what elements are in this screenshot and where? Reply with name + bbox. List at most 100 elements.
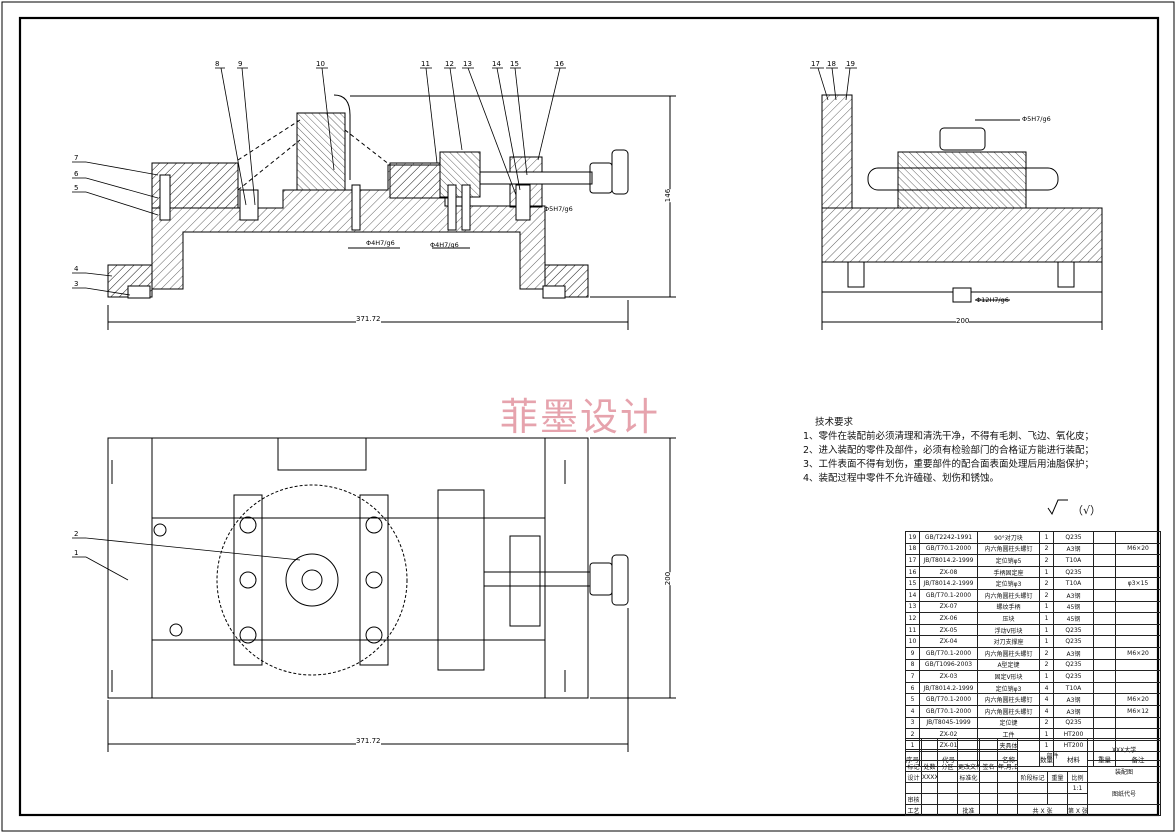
- balloon-9: 9: [238, 60, 243, 68]
- bom-cell: 6: [905, 681, 920, 695]
- bom-cell: 1: [1039, 565, 1054, 579]
- bom-cell: [1093, 565, 1116, 579]
- tb-date: 年,月,日: [997, 760, 1018, 772]
- bom-cell: 18: [905, 542, 920, 556]
- bom-cell: 10: [905, 635, 920, 648]
- bom-cell: 17: [905, 554, 920, 567]
- tech-req-2: 2、进入装配的零件及部件，必须有检验部门的合格证方能进行装配；: [803, 445, 1095, 456]
- bom-cell: 8: [905, 658, 920, 672]
- balloon-16: 16: [555, 60, 564, 68]
- bom-cell: 螺纹手柄: [977, 600, 1040, 614]
- bom-cell: 16: [905, 565, 920, 579]
- bom-cell: ZX-04: [919, 635, 978, 648]
- bom-cell: [1093, 531, 1116, 544]
- balloon-14: 14: [492, 60, 501, 68]
- bom-cell: [1115, 635, 1161, 648]
- bom-cell: M6×12: [1115, 704, 1161, 718]
- bom-cell: 2: [1039, 658, 1054, 672]
- tb-sheet: 第 X 张: [1066, 804, 1089, 816]
- bom-cell: [1093, 704, 1116, 718]
- tb-school: XXX大学: [1087, 738, 1162, 761]
- balloon-1: 1: [74, 549, 79, 557]
- bom-cell: JB/T8014.2-1999: [919, 554, 978, 567]
- top-height-dim: 200: [664, 571, 673, 586]
- bom-cell: M6×20: [1115, 693, 1161, 706]
- bom-cell: 15: [905, 577, 920, 590]
- bom-cell: 2: [1039, 542, 1054, 556]
- top-width-dim: 371.72: [356, 737, 381, 745]
- balloon-8: 8: [215, 60, 220, 68]
- bom-cell: [1115, 531, 1161, 544]
- balloon-2: 2: [74, 530, 79, 538]
- bom-cell: A3钢: [1053, 588, 1094, 602]
- bom-cell: [1093, 588, 1116, 602]
- balloon-18: 18: [827, 60, 836, 68]
- bom-cell: 定位销φ3: [977, 577, 1040, 590]
- tb-standard: 标准化: [957, 771, 980, 783]
- tb-sheets: 共 X 张: [1017, 804, 1068, 816]
- bom-cell: 2: [1039, 554, 1054, 567]
- bom-cell: Q235: [1053, 565, 1094, 579]
- front-leaders: [72, 67, 566, 296]
- bom-cell: 13: [905, 600, 920, 614]
- bom-cell: Q235: [1053, 670, 1094, 683]
- bom-cell: [1093, 577, 1116, 590]
- balloon-10: 10: [316, 60, 325, 68]
- balloon-19: 19: [846, 60, 855, 68]
- bom-cell: 2: [1039, 588, 1054, 602]
- bom-cell: 14: [905, 588, 920, 602]
- bom-cell: 19: [905, 531, 920, 544]
- bom-cell: [1093, 670, 1116, 683]
- bom-cell: JB/T8045-1999: [919, 716, 978, 730]
- bom-cell: [1115, 588, 1161, 602]
- bom-cell: 内六角圆柱头螺钉: [977, 646, 1040, 660]
- bom-cell: [1115, 554, 1161, 567]
- bom-cell: 2: [1039, 646, 1054, 660]
- bom-cell: GB/T70.1-2000: [919, 542, 978, 556]
- balloon-13: 13: [463, 60, 472, 68]
- watermark: 菲墨设计: [500, 395, 661, 439]
- bom-cell: 内六角圆柱头螺钉: [977, 588, 1040, 602]
- inner-border: [18, 16, 1160, 817]
- bom-cell: T10A: [1053, 681, 1094, 695]
- fit-dim-1: Φ4H7/g6: [366, 239, 395, 247]
- balloon-6: 6: [74, 170, 79, 178]
- bom-cell: GB/T2242-1991: [919, 531, 978, 544]
- tech-req-1: 1、零件在装配前必须清理和清洗干净，不得有毛刺、飞边、氧化皮；: [803, 431, 1095, 442]
- tb-zone: 分区: [937, 760, 958, 772]
- top-leaders: [72, 537, 301, 581]
- balloon-7: 7: [74, 154, 79, 162]
- bom-cell: 1: [1039, 623, 1054, 637]
- balloon-11: 11: [421, 60, 430, 68]
- tech-req-4: 4、装配过程中零件不允许磕碰、划伤和锈蚀。: [803, 473, 1000, 484]
- tb-approve: 批准: [957, 804, 980, 816]
- bom-cell: [1115, 658, 1161, 672]
- side-leaders: [810, 67, 857, 101]
- bom-cell: 7: [905, 670, 920, 683]
- tb-change: 更改文件号: [957, 760, 980, 772]
- bom-cell: 11: [905, 623, 920, 637]
- bom-cell: 4: [1039, 693, 1054, 706]
- bom-cell: 定位销φ3: [977, 681, 1040, 695]
- bom-cell: 内六角圆柱头螺钉: [977, 693, 1040, 706]
- bom-cell: 定位键: [977, 716, 1040, 730]
- bom-cell: [1093, 554, 1116, 567]
- bom-cell: GB/T1096-2003: [919, 658, 978, 672]
- bom-cell: 4: [905, 704, 920, 718]
- front-height-dim: 146: [664, 188, 673, 203]
- bom-cell: Q235: [1053, 716, 1094, 730]
- bom-cell: [1093, 716, 1116, 730]
- bom-cell: 3: [905, 716, 920, 730]
- bom-cell: 5: [905, 693, 920, 706]
- bom-cell: ZX-08: [919, 565, 978, 579]
